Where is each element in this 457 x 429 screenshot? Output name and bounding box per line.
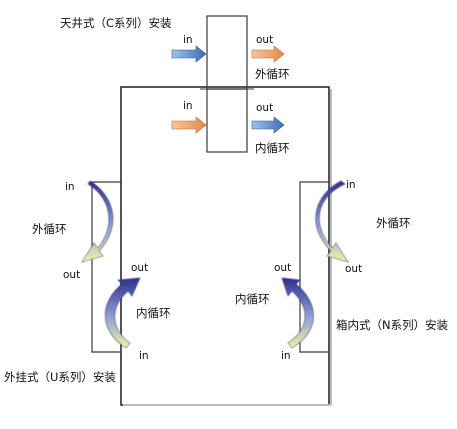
cabinet-unit bbox=[299, 181, 329, 353]
right-outer-in-label: in bbox=[346, 179, 356, 191]
left-inner-loop-label: 内循环 bbox=[136, 306, 171, 320]
left-outer-loop-arrow bbox=[81, 180, 114, 263]
wall-install-label: 外挂式（U系列）安装 bbox=[4, 370, 116, 384]
left-outer-out-label: out bbox=[63, 269, 80, 281]
ceiling-unit bbox=[200, 15, 254, 153]
ceiling-lower-loop-label: 内循环 bbox=[255, 141, 290, 155]
right-inner-in-label: in bbox=[281, 350, 291, 362]
ceiling-lower-in-label: in bbox=[183, 100, 193, 112]
right-inner-loop-arrow bbox=[281, 277, 314, 349]
ceiling-upper-intake-arrow bbox=[171, 45, 207, 63]
left-outer-in-label: in bbox=[65, 181, 75, 193]
right-inner-out-label: out bbox=[274, 262, 291, 274]
ceiling-lower-exhaust-arrow bbox=[251, 116, 285, 134]
ceiling-lower-intake-arrow bbox=[171, 116, 207, 134]
left-outer-loop-label: 外循环 bbox=[32, 222, 67, 236]
right-inner-loop-label: 内循环 bbox=[235, 292, 270, 306]
ceiling-upper-loop-label: 外循环 bbox=[255, 67, 290, 81]
ceiling-install-label: 天井式（C系列）安装 bbox=[60, 16, 172, 30]
left-inner-in-label: in bbox=[139, 350, 149, 362]
left-inner-out-label: out bbox=[131, 262, 148, 274]
ceiling-upper-in-label: in bbox=[183, 34, 193, 46]
left-inner-loop-arrow bbox=[104, 277, 141, 349]
ceiling-upper-exhaust-arrow bbox=[251, 45, 285, 63]
right-outer-loop-label: 外循环 bbox=[376, 216, 411, 230]
ceiling-lower-out-label: out bbox=[256, 102, 273, 114]
right-outer-out-label: out bbox=[345, 263, 362, 275]
wall-unit bbox=[91, 181, 121, 353]
ceiling-upper-out-label: out bbox=[256, 34, 273, 46]
right-outer-loop-arrow bbox=[315, 180, 349, 263]
cabinet-install-label: 箱内式（N系列）安装 bbox=[336, 318, 449, 332]
